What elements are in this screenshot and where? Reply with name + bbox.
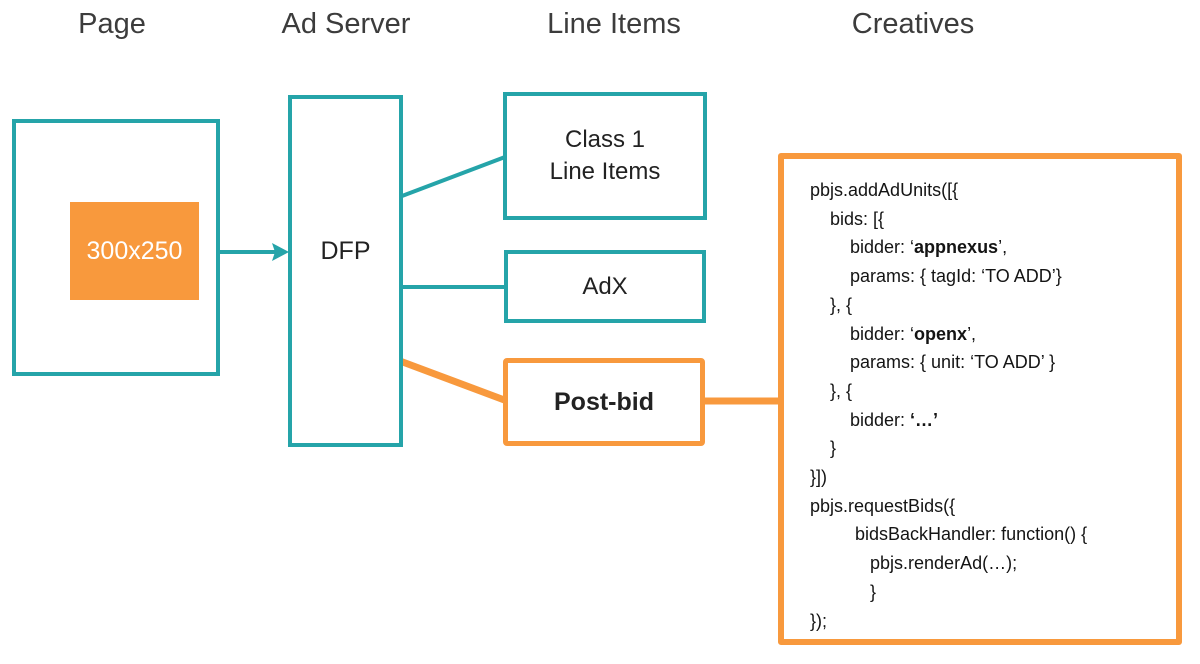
code-line: params: { unit: ‘TO ADD’ } <box>810 352 1056 373</box>
connector-dfp-to-postbid <box>398 357 509 405</box>
column-header-line-items: Line Items <box>547 8 681 40</box>
code-line: params: { tagId: ‘TO ADD’} <box>810 266 1062 287</box>
code-line: bidder: ‘openx’, <box>810 323 977 344</box>
code-line: }, { <box>810 380 853 401</box>
code-block: pbjs.addAdUnits([{ bids: [{ bidder: ‘app… <box>810 176 1166 635</box>
code-line: } <box>810 581 877 602</box>
ad-slot-label: 300x250 <box>86 236 183 265</box>
postbid-label: Post-bid <box>554 387 654 416</box>
code-line: bids: [{ <box>810 208 885 229</box>
code-line: }, { <box>810 294 853 315</box>
creatives-code-box: pbjs.addAdUnits([{ bids: [{ bidder: ‘app… <box>778 153 1182 645</box>
class1-line-items-box: Class 1 Line Items <box>503 92 707 220</box>
postbid-box: Post-bid <box>503 358 705 446</box>
ad-slot-300x250: 300x250 <box>70 202 199 300</box>
arrowhead-adslot-to-dfp <box>272 243 289 261</box>
adx-box: AdX <box>504 250 706 323</box>
class1-label-line2: Line Items <box>549 158 661 185</box>
column-header-page: Page <box>78 8 146 40</box>
adx-label: AdX <box>582 272 628 300</box>
code-line: pbjs.addAdUnits([{ <box>810 180 959 200</box>
class1-line-items-label: Class 1 Line Items <box>550 124 661 188</box>
code-line: }); <box>810 610 828 631</box>
dfp-box: DFP <box>288 95 403 447</box>
column-header-creatives: Creatives <box>851 8 975 40</box>
code-line: bidsBackHandler: function() { <box>810 524 1088 545</box>
class1-label-line1: Class 1 <box>564 126 646 153</box>
code-line: } <box>810 438 837 459</box>
connector-dfp-to-class1 <box>401 155 506 198</box>
code-line: bidder: ‘appnexus’, <box>810 237 1008 258</box>
column-header-ad-server: Ad Server <box>281 8 411 40</box>
code-line: pbjs.requestBids({ <box>810 495 956 516</box>
dfp-label: DFP <box>320 237 371 265</box>
code-line: }]) <box>810 467 828 488</box>
code-line: pbjs.renderAd(…); <box>810 553 1018 574</box>
code-line: bidder: ‘…’ <box>810 409 939 430</box>
